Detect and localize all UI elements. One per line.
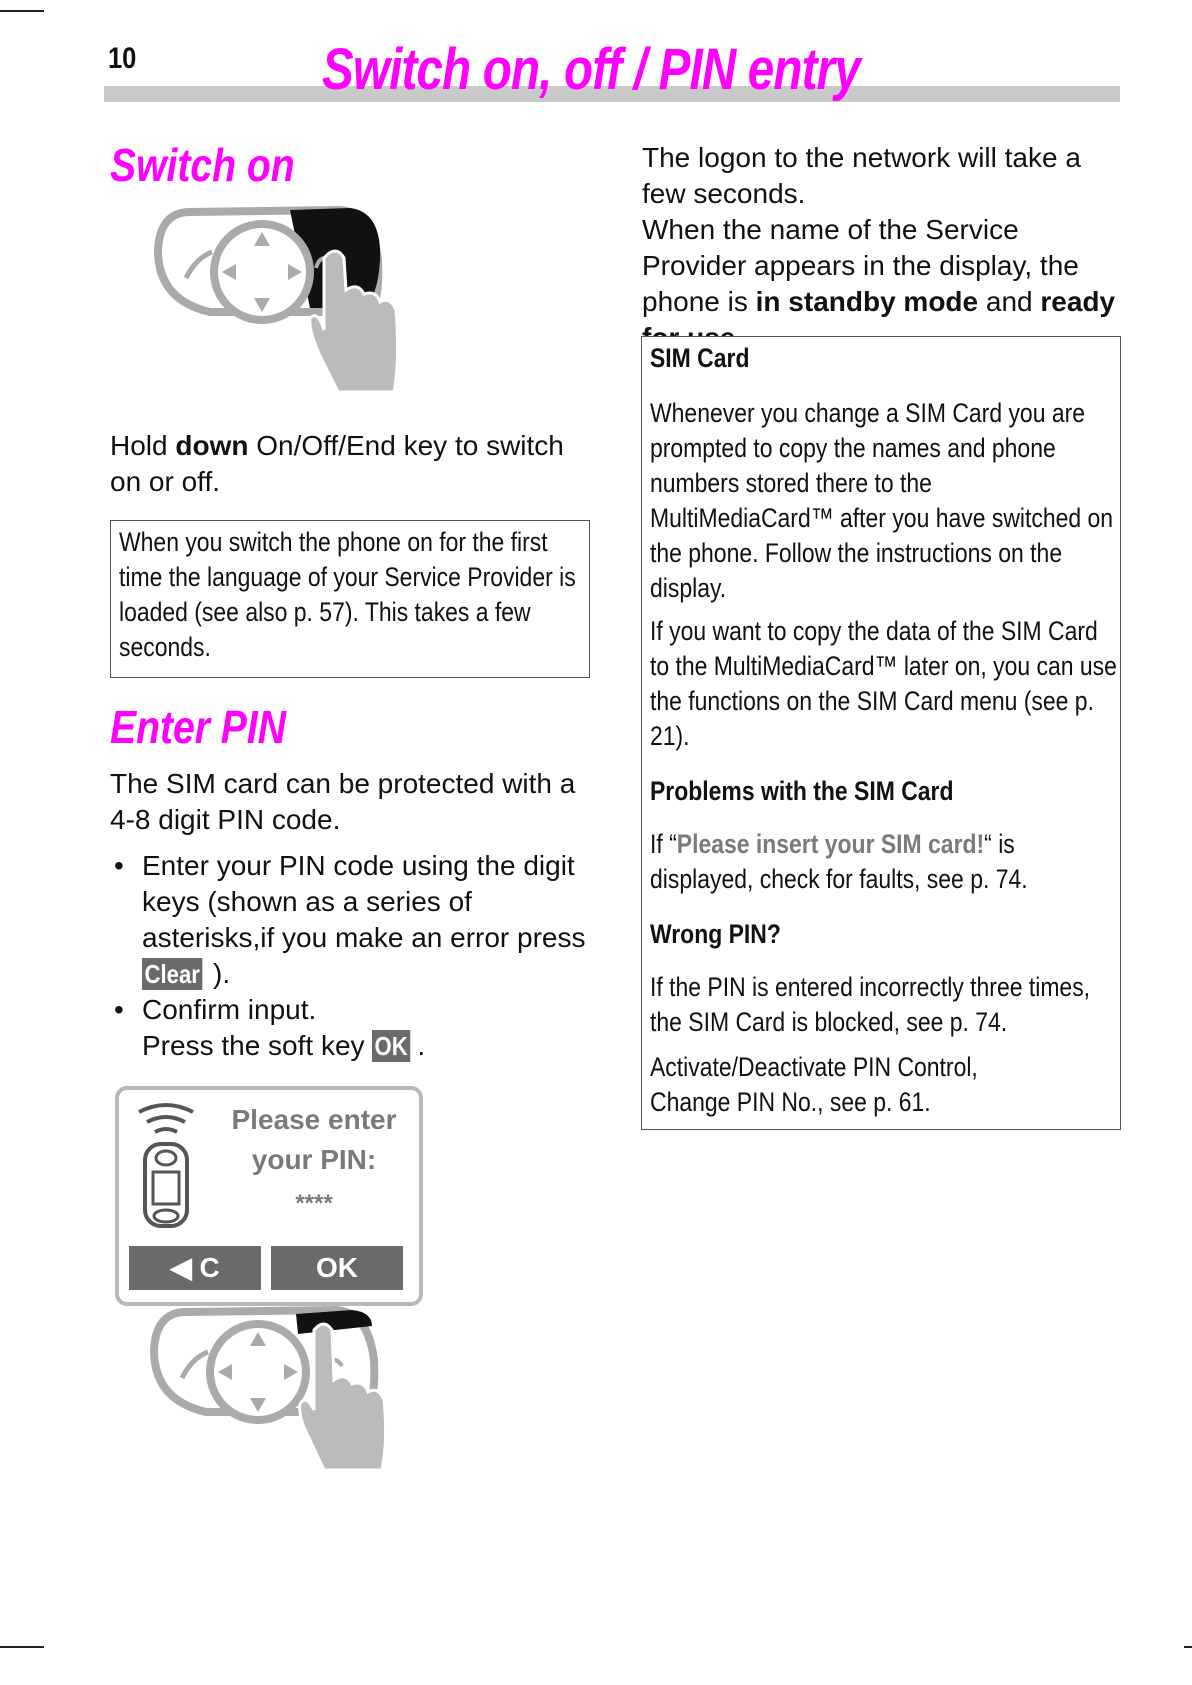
crop-mark-bottom-left [0, 1646, 44, 1648]
step2-line2: Press the soft key [142, 1030, 373, 1061]
display-prompt-line2: your PIN: [251, 1144, 377, 1175]
crop-mark-top-left [0, 10, 44, 12]
instruction-bold-word: down [175, 430, 249, 461]
ok-key-chip: OK [372, 1030, 411, 1062]
activate-pin-line1: Activate/Deactivate PIN Control, [650, 1052, 978, 1082]
step1-end: ). [213, 958, 231, 989]
sim-card-para1: Whenever you change a SIM Card you are p… [650, 398, 1114, 603]
display-prompt-line1: Please enter [231, 1104, 397, 1135]
insert-sim-message: Please insert your SIM card! [676, 829, 985, 859]
step2-end: . [417, 1030, 426, 1061]
network-logon-text: The logon to the network will take a few… [642, 142, 1081, 209]
instruction-suffix: On/Off/End key to switch on or off. [110, 430, 564, 497]
standby-mid: and [978, 286, 1041, 317]
page-title: Switch on, off / PIN entry [322, 37, 861, 102]
step-enter-pin: Enter your PIN code using the digit keys… [110, 848, 594, 992]
sim-card-heading: SIM Card [650, 343, 750, 373]
page-number: 10 [108, 42, 137, 75]
activate-pin-line2: Change PIN No., see p. 61. [650, 1087, 931, 1117]
header-bar [104, 86, 1120, 102]
enter-pin-intro: The SIM card can be protected with a 4-8… [110, 768, 576, 835]
phone-keypad-end-key-illustration [153, 205, 400, 394]
display-masked-pin: **** [295, 1190, 333, 1217]
first-switch-on-note-text: When you switch the phone on for the fir… [119, 527, 576, 662]
sim-box-content: SIM Card Whenever you change a SIM Card … [650, 341, 1118, 1120]
phone-signal-icon [138, 1103, 194, 1228]
crop-mark-bottom-right [1184, 1646, 1192, 1648]
wrong-pin-text: If the PIN is entered incorrectly three … [650, 972, 1091, 1037]
instruction-prefix: Hold [110, 430, 176, 461]
problems-text: If “Please insert your SIM card!“ is dis… [650, 827, 1118, 897]
heading-switch-on: Switch on [110, 139, 295, 191]
step2-line1: Confirm input. [142, 994, 317, 1025]
problems-heading: Problems with the SIM Card [650, 776, 954, 806]
softkey-ok: OK [271, 1246, 403, 1290]
standby-mode-bold: in standby mode [755, 286, 979, 317]
switch-on-instruction: Hold down On/Off/End key to switch on or… [110, 428, 590, 500]
step-confirm-input: Confirm input. Press the soft key OK. [110, 992, 594, 1064]
problems-prefix: If “ [650, 829, 677, 859]
softkey-clear: ◀ C [129, 1246, 261, 1290]
clear-key-chip: Clear [142, 958, 203, 990]
phone-keypad-ok-key-illustration [149, 1305, 388, 1472]
phone-display-pin-prompt: Please enter your PIN: **** ◀ C OK [115, 1086, 423, 1306]
heading-enter-pin: Enter PIN [110, 701, 286, 753]
sim-card-para2: If you want to copy the data of the SIM … [650, 616, 1117, 751]
first-switch-on-note-box: When you switch the phone on for the fir… [110, 520, 590, 678]
enter-pin-steps: Enter your PIN code using the digit keys… [110, 848, 594, 1064]
wrong-pin-heading: Wrong PIN? [650, 919, 781, 949]
standby-prefix: When the name of the Service Provider ap… [642, 214, 1079, 317]
problems-suffix: “ is displayed, check for faults, see p.… [650, 829, 1028, 894]
step1-text: Enter your PIN code using the digit keys… [142, 850, 586, 953]
sim-card-info-box: SIM Card Whenever you change a SIM Card … [641, 336, 1121, 1130]
standby-mode-text: When the name of the Service Provider ap… [642, 212, 1124, 356]
